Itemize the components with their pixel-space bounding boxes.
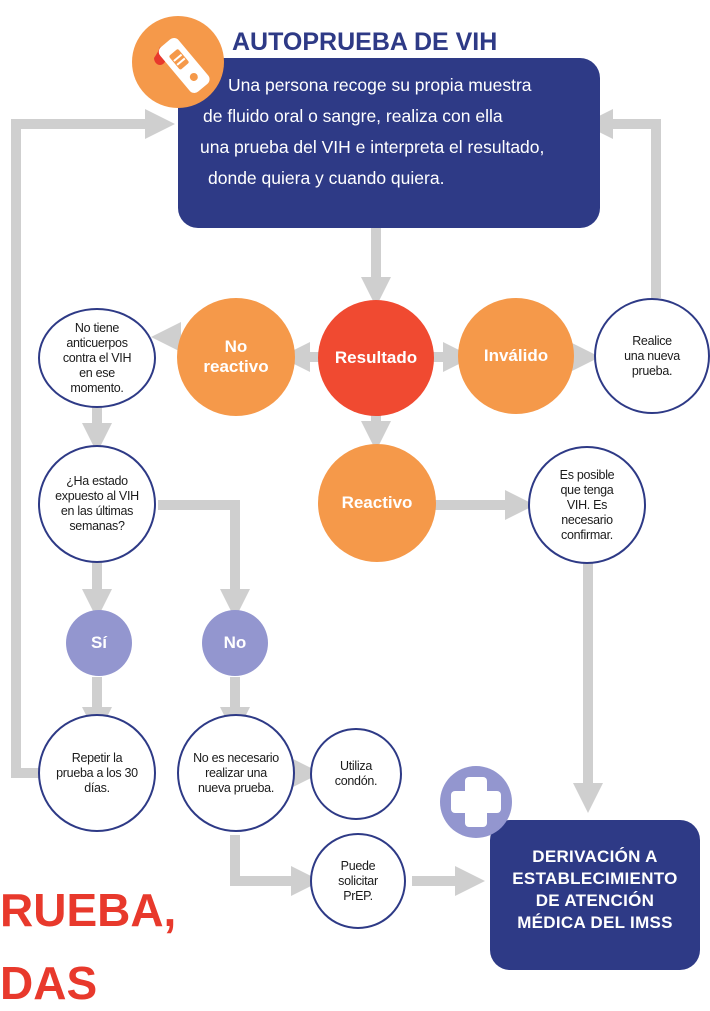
derivacion-box: DERIVACIÓN A ESTABLECIMIENTO DE ATENCIÓN…: [490, 820, 700, 970]
node-reactivo: Reactivo: [318, 444, 436, 562]
arrow-nonecesario-to-prep: [230, 835, 321, 896]
node-no-necesario: No es necesario realizar una nueva prueb…: [177, 714, 295, 832]
footer-headline-partial: RUEBA,: [0, 884, 177, 936]
definition-line: de fluido oral o sangre, realiza con ell…: [203, 106, 503, 126]
node-posible-vih: Es posible que tenga VIH. Es necesario c…: [528, 446, 646, 564]
derivacion-line: ESTABLECIMIENTO: [512, 869, 678, 888]
flow-connectors: [11, 109, 661, 896]
derivacion-line: DE ATENCIÓN: [535, 891, 655, 910]
test-kit-icon: [132, 16, 224, 108]
node-repetir: Repetir la prueba a los 30 días.: [38, 714, 156, 832]
arrow-expuesto-to-no: [158, 500, 250, 619]
node-si: Sí: [66, 610, 132, 676]
node-prep: Puede solicitar PrEP.: [310, 833, 406, 929]
node-invalido: Inválido: [458, 298, 574, 414]
node-nueva-prueba: Realice una nueva prueba.: [594, 298, 710, 414]
derivacion-line: DERIVACIÓN A: [532, 847, 658, 866]
definition-box: Una persona recoge su propia muestra de …: [178, 58, 600, 228]
node-resultado: Resultado: [318, 300, 434, 416]
node-expuesto: ¿Ha estado expuesto al VIH en las última…: [38, 445, 156, 563]
arrow-repetir-loop-to-box: [11, 109, 175, 778]
plus-icon: [440, 766, 512, 838]
page-title: AUTOPRUEBA DE VIH: [232, 28, 498, 56]
definition-line: donde quiera y cuando quiera.: [208, 168, 445, 188]
definition-line: Una persona recoge su propia muestra: [228, 75, 532, 95]
node-no: No: [202, 610, 268, 676]
node-no-anticuerpos: No tiene anticuerpos contra el VIH en es…: [38, 308, 156, 408]
node-condon: Utiliza condón.: [310, 728, 402, 820]
derivacion-line: MÉDICA DEL IMSS: [517, 913, 673, 932]
footer-headline-partial-2: DAS: [0, 957, 98, 1009]
arrow-loop-to-box: [583, 109, 661, 298]
definition-line: una prueba del VIH e interpreta el resul…: [200, 137, 545, 157]
node-no-reactivo: No reactivo: [177, 298, 295, 416]
